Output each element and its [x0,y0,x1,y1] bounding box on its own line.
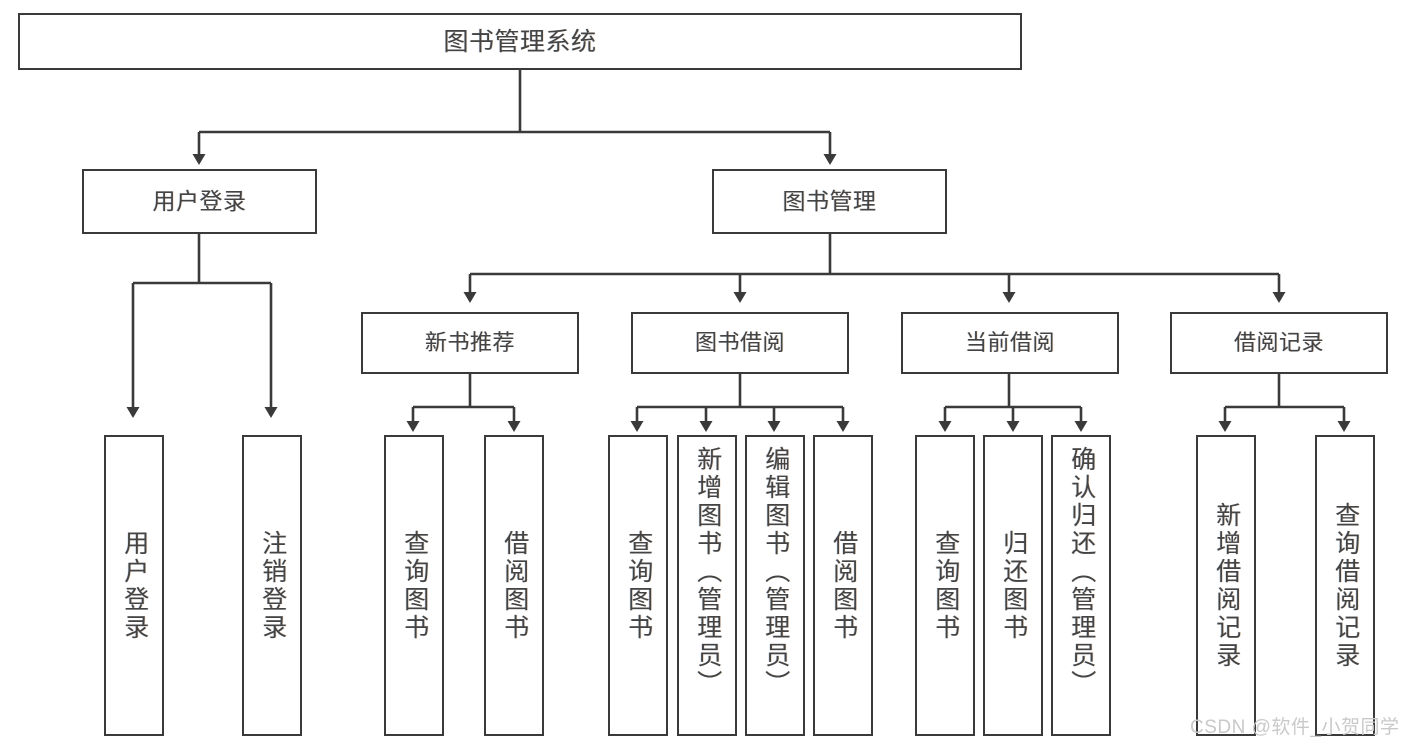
leaf-book-borrow-query-book[interactable]: 查询图书 [608,435,668,736]
node-label: 编辑图书（管理员） [761,446,790,698]
node-label: 借阅图书 [829,529,858,642]
leaf-current-borrow-query-book[interactable]: 查询图书 [915,435,975,736]
leaf-book-borrow-borrow-book[interactable]: 借阅图书 [813,435,873,736]
leaf-new-book-borrow-book[interactable]: 借阅图书 [484,435,544,736]
node-label: 查询图书 [624,529,653,642]
node-label: 图书管理 [782,187,877,214]
node-new-book-recommend[interactable]: 新书推荐 [361,312,579,374]
node-label: 借阅图书 [500,529,529,642]
leaf-user-login-login[interactable]: 用户登录 [104,435,164,736]
node-label: 新书推荐 [424,329,515,355]
leaf-current-borrow-confirm-return-admin[interactable]: 确认归还（管理员） [1051,435,1111,736]
node-label: 图书管理系统 [443,27,597,56]
node-label: 图书借阅 [694,329,785,355]
node-borrow-record[interactable]: 借阅记录 [1170,312,1388,374]
leaf-book-borrow-edit-book-admin[interactable]: 编辑图书（管理员） [745,435,805,736]
node-book-borrow[interactable]: 图书借阅 [631,312,849,374]
node-label: 新增图书（管理员） [693,446,722,698]
node-label: 用户登录 [152,187,247,214]
leaf-new-book-query-book[interactable]: 查询图书 [384,435,444,736]
node-label: 查询图书 [400,529,429,642]
node-label: 确认归还（管理员） [1067,446,1096,698]
leaf-book-borrow-add-book-admin[interactable]: 新增图书（管理员） [677,435,737,736]
node-label: 当前借阅 [964,329,1055,355]
node-label: 查询借阅记录 [1331,501,1360,670]
node-label: 借阅记录 [1233,329,1324,355]
node-label: 注销登录 [258,529,287,642]
node-label: 用户登录 [120,529,149,642]
watermark: CSDN @软件_小贺同学 [1190,717,1400,738]
leaf-current-borrow-return-book[interactable]: 归还图书 [983,435,1043,736]
node-user-login[interactable]: 用户登录 [82,169,317,234]
node-label: 归还图书 [999,529,1028,642]
leaf-user-login-logout[interactable]: 注销登录 [242,435,302,736]
leaf-borrow-record-query-record[interactable]: 查询借阅记录 [1315,435,1375,736]
leaf-borrow-record-add-record[interactable]: 新增借阅记录 [1196,435,1256,736]
node-current-borrow[interactable]: 当前借阅 [901,312,1119,374]
node-label: 查询图书 [931,529,960,642]
node-book-management[interactable]: 图书管理 [712,169,947,234]
node-label: 新增借阅记录 [1212,501,1241,670]
node-root-book-management-system[interactable]: 图书管理系统 [18,13,1022,70]
